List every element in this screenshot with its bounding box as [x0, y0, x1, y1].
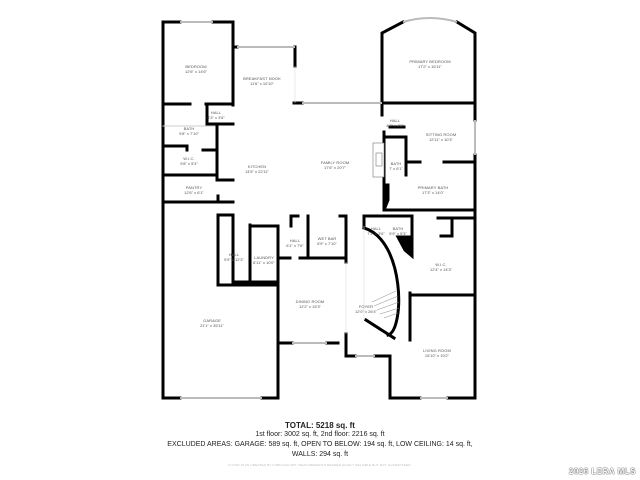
disclaimer: FLOOR PLAN CREATED BY CUBICASA APP. MEAS…: [228, 463, 412, 467]
room-name: PRIMARY BEDROOM: [409, 59, 451, 64]
room-name: SITTING ROOM: [425, 132, 457, 137]
room-name: BATH: [390, 161, 402, 166]
room-dims: 4'1" x 4'8": [386, 123, 404, 128]
room-name: HALL: [370, 226, 382, 231]
room-dims: 11'6" x 10'10": [250, 81, 274, 86]
room-dims: 17'6" x 20'7": [324, 165, 346, 170]
room-dims: 12'6" x 14'6": [185, 69, 207, 74]
room-name: FOYER: [358, 304, 374, 309]
room-name: LIVING ROOM: [423, 348, 451, 353]
walls-area: WALLS: 294 sq. ft: [291, 451, 349, 458]
room-dims: 12'0" x 26'4": [355, 309, 377, 314]
room-dims: 12'2" x 15'3": [299, 304, 321, 309]
excluded-areas: EXCLUDED AREAS: GARAGE: 589 sq. ft, OPEN…: [167, 441, 473, 448]
room-wic-1: W.I.C.9'8" x 5'3": [180, 156, 198, 166]
room-name: WET BAR: [317, 236, 337, 241]
room-wic-2: W.I.C.12'4" x 14'3": [430, 262, 452, 272]
room-name: HALL: [389, 118, 401, 123]
room-dims: 12'11" x 10'3": [429, 137, 453, 142]
room-dims: 5'9" x 7'10": [317, 241, 337, 246]
mls-watermark: 2026 LERA MLS: [568, 467, 636, 476]
floor-areas: 1st floor: 3002 sq. ft, 2nd floor: 2216 …: [255, 431, 385, 438]
room-dims: 21'1" x 35'11": [200, 323, 224, 328]
room-dims: 5'9" x 12'3": [224, 257, 244, 262]
room-dims: 9'8" x 5'3": [180, 161, 198, 166]
room-name: HALL: [228, 252, 240, 257]
room-dims: 7'1" x 3'6": [367, 231, 385, 236]
room-dims: 15'10" x 19'2": [424, 353, 450, 358]
room-name: KITCHEN: [247, 164, 267, 169]
room-dims: 17'2" x 16'11": [418, 64, 442, 69]
room-name: LAUNDRY: [254, 255, 274, 260]
room-dims: 4'3" x 3'6": [207, 115, 225, 120]
room-dims: 12'6" x 6'1": [184, 190, 204, 195]
room-name: BREAKFAST NOOK: [243, 76, 281, 81]
room-name: BATH: [183, 126, 195, 131]
room-name: PANTRY: [185, 185, 203, 190]
room-name: DINING ROOM: [295, 299, 325, 304]
room-name: BATH: [392, 226, 404, 231]
total-area: TOTAL: 5218 sq. ft: [285, 421, 355, 430]
room-dims: 12'4" x 14'3": [430, 267, 452, 272]
room-name: HALL: [210, 110, 222, 115]
room-dims: 17'3" x 14'0": [422, 190, 444, 195]
room-name: BEDROOM: [185, 64, 207, 69]
room-dims: 5'9" x 5'3": [389, 231, 407, 236]
room-dims: 7' x 6'1": [389, 166, 403, 171]
room-name: PRIMARY BATH: [417, 185, 449, 190]
room-name: W.I.C.: [435, 262, 447, 267]
room-name: GARAGE: [203, 318, 221, 323]
room-dims: 14'5" x 22'11": [245, 169, 269, 174]
room-name: HALL: [289, 238, 301, 243]
room-dims: 6'1" x 7'6": [286, 243, 304, 248]
room-dims: 9'8" x 7'10": [179, 131, 199, 136]
room-name: W.I.C.: [183, 156, 195, 161]
room-dims: 6'11" x 10'0": [253, 260, 275, 265]
room-name: FAMILY ROOM: [320, 160, 350, 165]
